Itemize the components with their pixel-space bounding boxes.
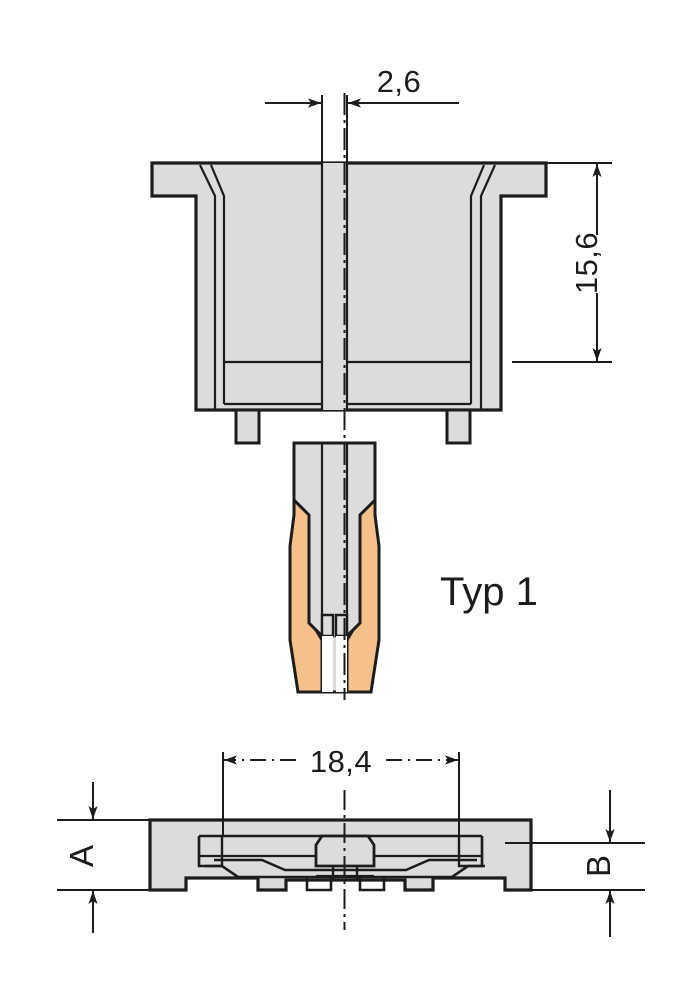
bottom-lug-center-left <box>305 878 333 892</box>
pin-notch-left <box>320 613 335 638</box>
housing-inner-wall-right-2 <box>469 164 486 404</box>
housing-inner-wall-right <box>479 164 497 410</box>
bottom-lug-center-right <box>358 878 386 892</box>
dim-15-6-text: 15,6 <box>569 232 604 294</box>
housing-outer-body <box>150 161 548 412</box>
dim-b-text: B <box>580 855 617 877</box>
dim-2-6-text: 2,6 <box>377 64 422 99</box>
housing-foot-right <box>445 408 472 445</box>
center-column-fill <box>322 163 347 410</box>
housing-inner-wall-left-2 <box>209 164 226 404</box>
housing-inner-wall-left <box>199 164 217 410</box>
housing-foot-left <box>234 408 261 445</box>
tip-gap-left <box>322 636 333 692</box>
dim-a-text: A <box>63 845 100 867</box>
type-label: Typ 1 <box>440 570 538 614</box>
tip-gap-right <box>336 636 347 692</box>
side-section-view: 2,6 15,6 Typ 1 <box>150 64 612 700</box>
bottom-section-view: 18,4 A B <box>57 744 645 937</box>
bottom-recess-right-box <box>457 836 484 868</box>
dim-18-4-text: 18,4 <box>310 744 372 779</box>
bottom-recess-left-box <box>197 836 224 868</box>
